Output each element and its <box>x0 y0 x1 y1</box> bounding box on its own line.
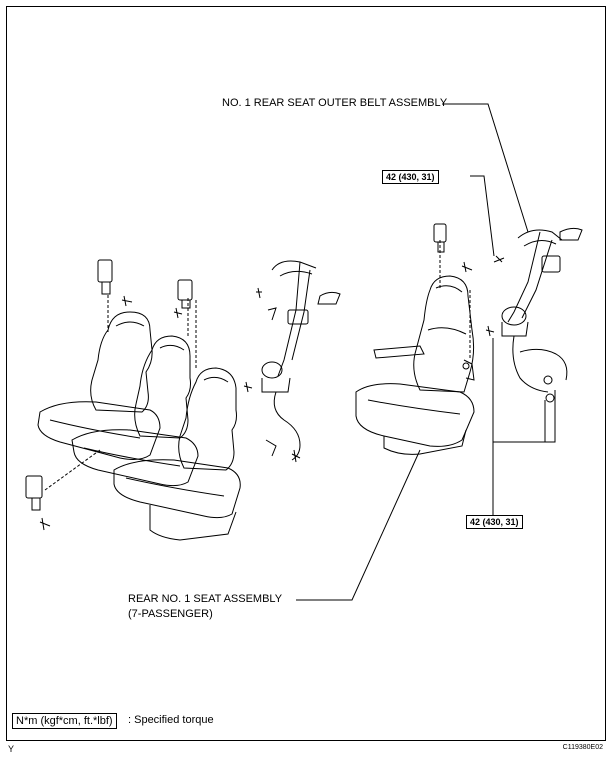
torque-spec-bottom: 42 (430, 31) <box>466 515 523 529</box>
torque-spec-top: 42 (430, 31) <box>382 170 439 184</box>
seat-assembly-label: REAR NO. 1 SEAT ASSEMBLY <box>128 593 283 605</box>
leader-torque-top <box>470 175 495 257</box>
leader-outer-belt <box>442 103 529 233</box>
seat-assembly-sublabel: (7-PASSENGER) <box>128 608 213 620</box>
diagram-frame <box>6 6 606 741</box>
torque-unit-box: N*m (kgf*cm, ft.*lbf) <box>12 713 117 729</box>
outer-belt-label: NO. 1 REAR SEAT OUTER BELT ASSEMBLY <box>222 97 448 109</box>
corner-mark: Y <box>8 744 15 754</box>
center-belt-assembly <box>243 260 341 463</box>
bench-seat-left <box>25 259 241 541</box>
leader-seat-assembly <box>296 449 421 601</box>
outer-belt-assembly <box>485 227 583 403</box>
figure-code: C119380E02 <box>562 744 603 751</box>
captain-chair <box>355 223 475 455</box>
leader-torque-bottom <box>492 390 556 516</box>
legend-description: : Specified torque <box>128 714 214 726</box>
